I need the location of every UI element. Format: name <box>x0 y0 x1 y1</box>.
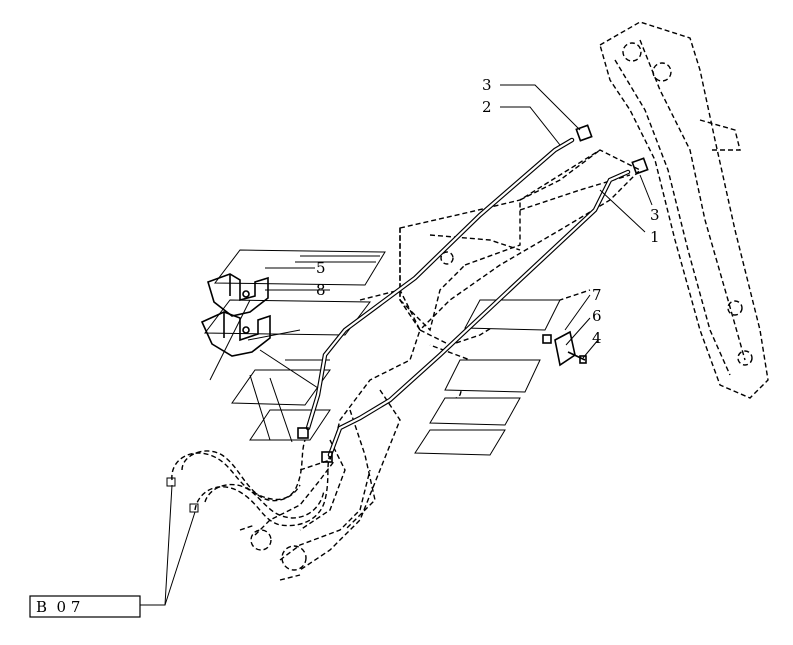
pipe-2 <box>305 137 575 431</box>
pipe-1 <box>327 169 631 458</box>
callout-4: 4 <box>592 329 602 347</box>
clamp-8 <box>200 311 271 357</box>
leader-lines <box>140 84 653 606</box>
reference-box-label: B 0 7 <box>36 598 80 616</box>
callout-2: 2 <box>482 98 492 116</box>
callout-7: 7 <box>592 286 602 304</box>
reference-box: B 0 7 <box>29 595 141 618</box>
callout-6: 6 <box>592 307 602 325</box>
callout-8: 8 <box>316 281 326 299</box>
callout-labels: 3 2 5 8 3 1 7 6 4 <box>316 76 660 347</box>
callout-1: 1 <box>650 228 660 246</box>
callout-5: 5 <box>316 259 326 277</box>
bucket-link-outline <box>239 459 371 581</box>
callout-3-right: 3 <box>650 206 660 224</box>
callout-3-top: 3 <box>482 76 492 94</box>
boom-arm-outline <box>599 21 769 399</box>
bracket-6 <box>542 330 587 367</box>
flex-hoses-outline <box>171 439 331 527</box>
fitting-plug-top <box>166 124 649 513</box>
